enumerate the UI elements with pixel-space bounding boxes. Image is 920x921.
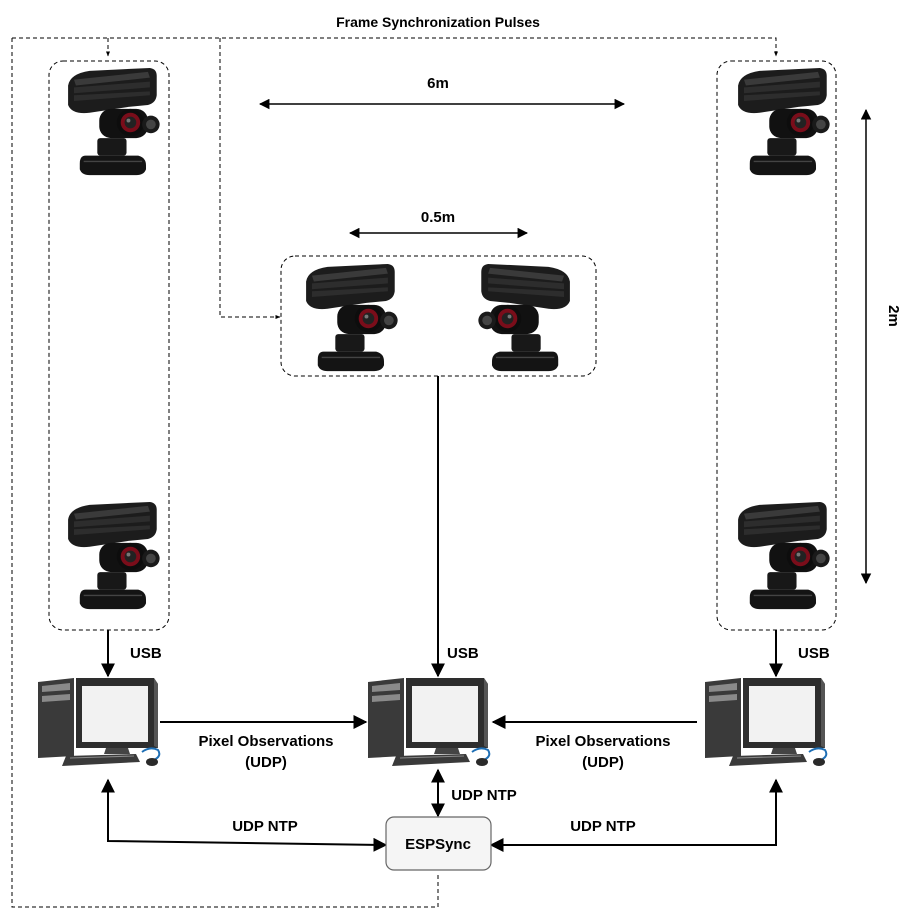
ps-eye-camera-icon — [478, 263, 571, 372]
ps-eye-camera-icon — [67, 501, 160, 610]
ps-eye-camera-icon — [737, 501, 830, 610]
sync-pulse-lines — [11, 37, 778, 908]
right-ntp-link — [489, 778, 783, 852]
left-ntp-link — [101, 778, 388, 852]
desktop-computer-icon — [37, 677, 161, 767]
diagram-title: Frame Synchronization Pulses — [336, 14, 540, 30]
espsync-label: ESPSync — [405, 836, 471, 853]
center-usb-label: USB — [447, 645, 479, 662]
right-usb-label: USB — [798, 645, 830, 662]
espsync-box — [385, 816, 492, 871]
ps-eye-camera-icon — [305, 263, 398, 372]
center-ntp-label: UDP NTP — [451, 787, 517, 804]
left-pixel-observations-label: Pixel Observations — [198, 733, 333, 750]
desktop-computer-icon — [367, 677, 491, 767]
height-dimension-label: 2m — [885, 305, 902, 327]
right-pixel-observations-label: Pixel Observations — [535, 733, 670, 750]
ps-eye-camera-icon — [67, 67, 160, 176]
right-ntp-label: UDP NTP — [570, 818, 636, 835]
baseline-dimension-label: 0.5m — [421, 209, 455, 226]
width-dimension-label: 6m — [427, 75, 449, 92]
left-usb-label: USB — [130, 645, 162, 662]
desktop-computer-icon — [704, 677, 828, 767]
left-ntp-label: UDP NTP — [232, 818, 298, 835]
center-stereo-camera-group — [280, 255, 597, 377]
right-pixel-observations-protocol: (UDP) — [582, 754, 624, 771]
left-pixel-observations-protocol: (UDP) — [245, 754, 287, 771]
ps-eye-camera-icon — [737, 67, 830, 176]
